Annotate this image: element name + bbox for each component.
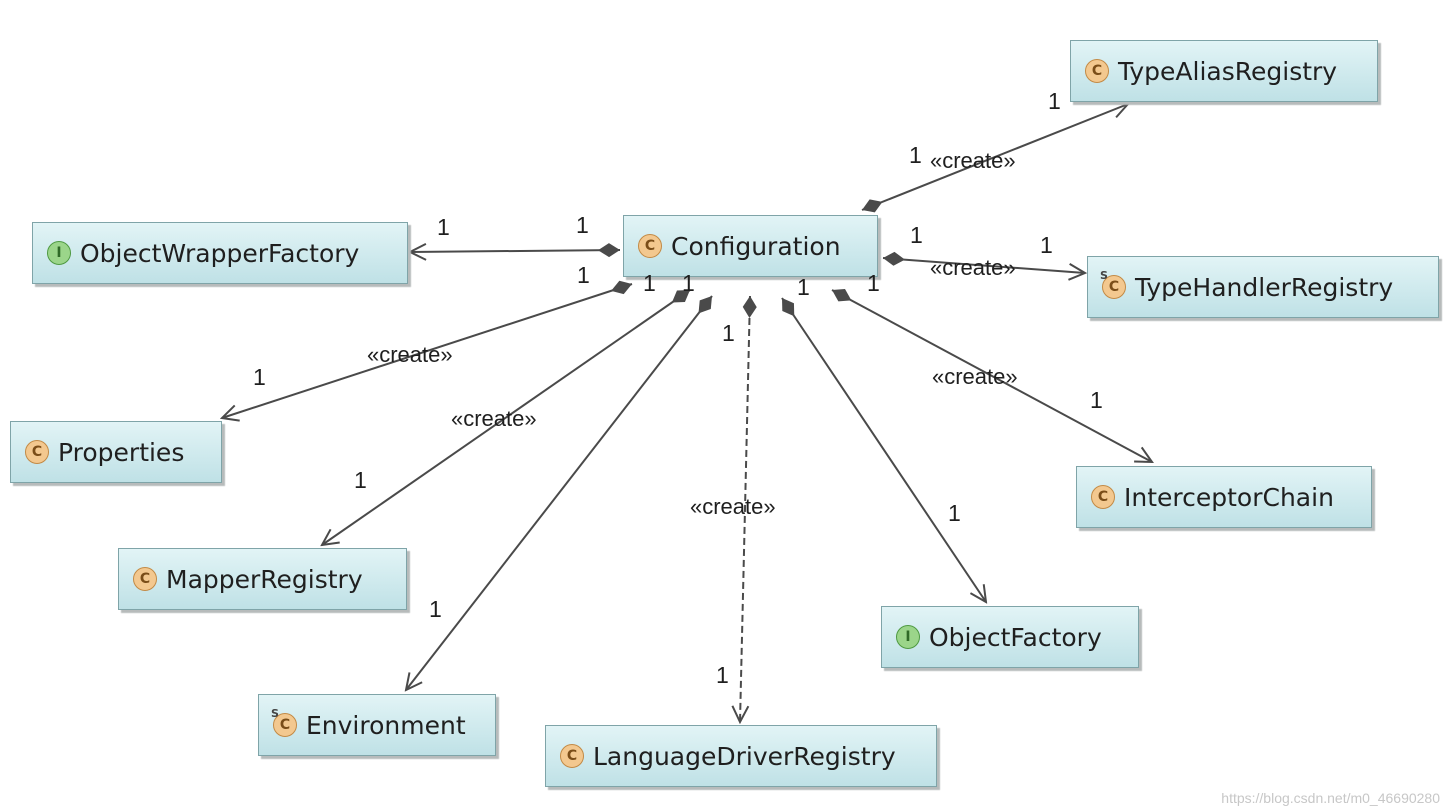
class-name: Environment	[306, 710, 466, 740]
composition-diamond	[611, 280, 632, 295]
edge-interceptor-chain	[831, 289, 1152, 462]
composition-diamond	[698, 296, 712, 314]
composition-diamond	[782, 298, 795, 317]
composition-diamond	[862, 199, 883, 213]
create-stereotype-label: «create»	[451, 406, 537, 431]
edge-environment	[406, 295, 713, 690]
multiplicity-label: 1	[910, 222, 923, 248]
class-icon: C	[1091, 485, 1115, 509]
multiplicity-label: 1	[722, 320, 735, 346]
class-icon: C	[638, 234, 662, 258]
watermark-url: https://blog.csdn.net/m0_46690280	[1221, 790, 1440, 806]
properties-class: C Properties	[10, 421, 222, 483]
composition-diamond	[598, 243, 620, 258]
create-stereotype-label: «create»	[930, 255, 1016, 280]
class-name: ObjectWrapperFactory	[80, 238, 360, 268]
class-icon: C	[560, 744, 584, 768]
composition-diamond	[671, 290, 690, 303]
multiplicity-label: 1	[682, 270, 695, 296]
multiplicity-label: 1	[429, 596, 442, 622]
edge-language-driver-registry	[740, 295, 751, 722]
class-icon: C	[133, 567, 157, 591]
multiplicity-label: 1	[576, 212, 589, 238]
interface-icon: I	[896, 625, 920, 649]
configuration-class: C Configuration	[623, 215, 878, 277]
create-stereotype-label: «create»	[690, 494, 776, 519]
create-stereotype-label: «create»	[930, 148, 1016, 173]
multiplicity-label: 1	[253, 364, 266, 390]
object-wrapper-factory-interface: I ObjectWrapperFactory	[32, 222, 408, 284]
class-name: LanguageDriverRegistry	[593, 741, 896, 771]
class-name: TypeAliasRegistry	[1118, 56, 1338, 86]
create-stereotype-label: «create»	[367, 342, 453, 367]
multiplicity-label: 1	[716, 662, 729, 688]
interface-icon: I	[47, 241, 71, 265]
class-name: InterceptorChain	[1124, 482, 1334, 512]
composition-diamond	[832, 289, 852, 302]
multiplicity-label: 1	[797, 274, 810, 300]
class-name: Properties	[58, 437, 185, 467]
object-factory-interface: I ObjectFactory	[881, 606, 1139, 668]
edge-type-handler-registry	[882, 257, 1085, 273]
multiplicity-label: 1	[643, 270, 656, 296]
multiplicity-label: 1	[437, 214, 450, 240]
composition-diamond	[883, 251, 905, 266]
class-name: TypeHandlerRegistry	[1135, 272, 1394, 302]
class-icon: C	[1085, 59, 1109, 83]
type-alias-registry-class: C TypeAliasRegistry	[1070, 40, 1378, 102]
multiplicity-label: 1	[867, 270, 880, 296]
multiplicity-label: 1	[354, 467, 367, 493]
language-driver-registry-class: C LanguageDriverRegistry	[545, 725, 937, 787]
class-name: Configuration	[671, 231, 841, 261]
create-stereotype-label: «create»	[932, 364, 1018, 389]
edge-type-alias-registry	[861, 104, 1128, 211]
edge-object-factory	[781, 297, 986, 602]
edge-object-wrapper-factory	[410, 250, 621, 252]
edge-mapper-registry	[322, 289, 691, 545]
multiplicity-label: 1	[1040, 232, 1053, 258]
mapper-registry-class: C MapperRegistry	[118, 548, 407, 610]
class-name: MapperRegistry	[166, 564, 363, 594]
class-name: ObjectFactory	[929, 622, 1102, 652]
multiplicity-label: 1	[909, 142, 922, 168]
class-icon: C	[25, 440, 49, 464]
composition-diamond	[742, 296, 757, 318]
edge-properties	[222, 283, 633, 418]
multiplicity-label: 1	[948, 500, 961, 526]
multiplicity-label: 1	[1048, 88, 1061, 114]
interceptor-chain-class: C InterceptorChain	[1076, 466, 1372, 528]
multiplicity-label: 1	[577, 262, 590, 288]
multiplicity-label: 1	[1090, 387, 1103, 413]
